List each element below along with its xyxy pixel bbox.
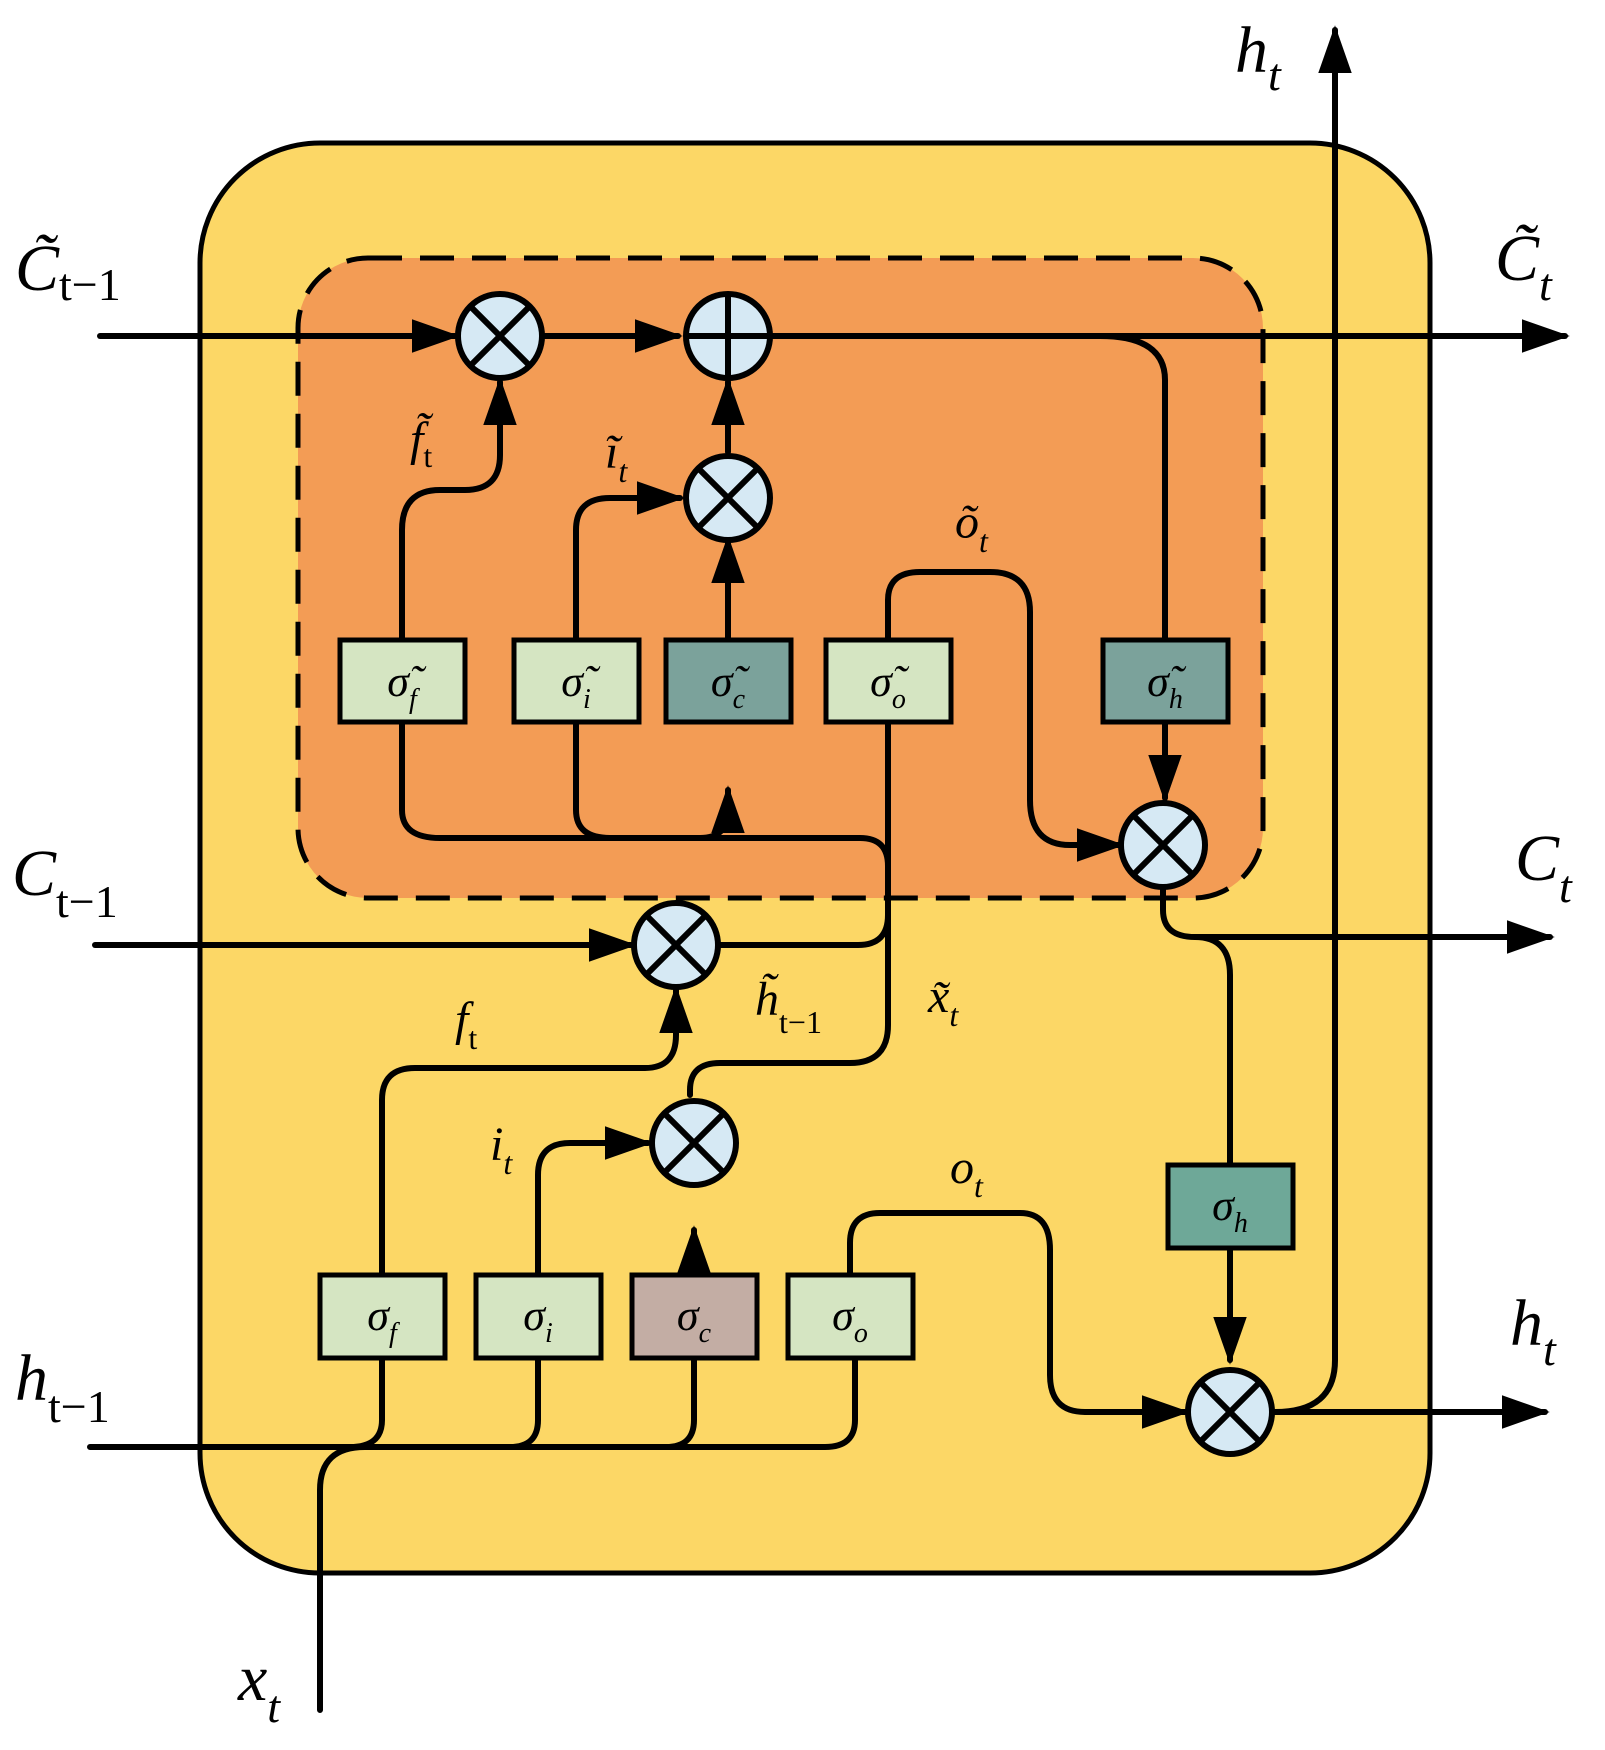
label-i: it (490, 1118, 513, 1181)
gate-label: σc (677, 1291, 712, 1349)
label-x-in: xt (237, 1642, 281, 1732)
gate-sigma-f: σf (317, 1272, 448, 1361)
label-c-prev: Ct−1 (12, 837, 118, 927)
connection-lines (87, 25, 1570, 1713)
multiply-icon-input-tilde (683, 453, 773, 543)
gate-box (823, 637, 954, 725)
multiply-icon-input (649, 1098, 739, 1188)
gate-box (1100, 637, 1231, 725)
label-c-tilde-out: C̃t (1495, 222, 1553, 310)
gate-label: σi (523, 1291, 552, 1349)
gate-box (511, 637, 642, 725)
label-c-tilde-prev: C̃t−1 (15, 232, 121, 310)
label-h-out: ht (1510, 1287, 1557, 1375)
multiply-icon-output-tilde (1118, 800, 1208, 890)
gate-sigma-c: σc (629, 1272, 760, 1361)
label-h-prev: ht−1 (15, 1342, 110, 1432)
gate-label: σo (832, 1291, 868, 1349)
gate-box (1165, 1162, 1296, 1251)
label-x-tilde: x̃t (927, 970, 959, 1033)
label-c-out: Ct (1515, 822, 1573, 912)
gate-box (629, 1272, 760, 1361)
multiply-icon-output (1185, 1367, 1275, 1457)
label-h-top: ht (1235, 14, 1282, 100)
gate-sigma-i: σi (473, 1272, 604, 1361)
label-o: ot (950, 1141, 984, 1204)
multiply-icon-forget-tilde (455, 291, 545, 381)
gate-label: σh (1212, 1181, 1248, 1239)
gate-box (663, 637, 794, 725)
gate-box (785, 1272, 916, 1361)
gate-box (473, 1272, 604, 1361)
gate-sigma-tilde-f: σ̃f (337, 637, 468, 725)
gate-sigma-tilde-i: σ̃i (511, 637, 642, 725)
gate-sigma-tilde-h: σ̃h (1100, 637, 1231, 725)
gate-sigma-o: σo (785, 1272, 916, 1361)
gate-sigma-tilde-o: σ̃o (823, 637, 954, 725)
inner-cell-region (295, 255, 1266, 901)
gate-sigma-h: σh (1165, 1162, 1296, 1251)
gate-box (337, 637, 468, 725)
label-h-tilde-prev: h̃t−1 (755, 973, 822, 1040)
plus-icon-cell-tilde (683, 291, 773, 381)
multiply-icon-forget (631, 900, 721, 990)
gate-sigma-tilde-c: σ̃c (663, 637, 794, 725)
gate-label: σf (367, 1291, 400, 1349)
gate-box (317, 1272, 448, 1361)
label-o-tilde: õt (955, 496, 989, 559)
